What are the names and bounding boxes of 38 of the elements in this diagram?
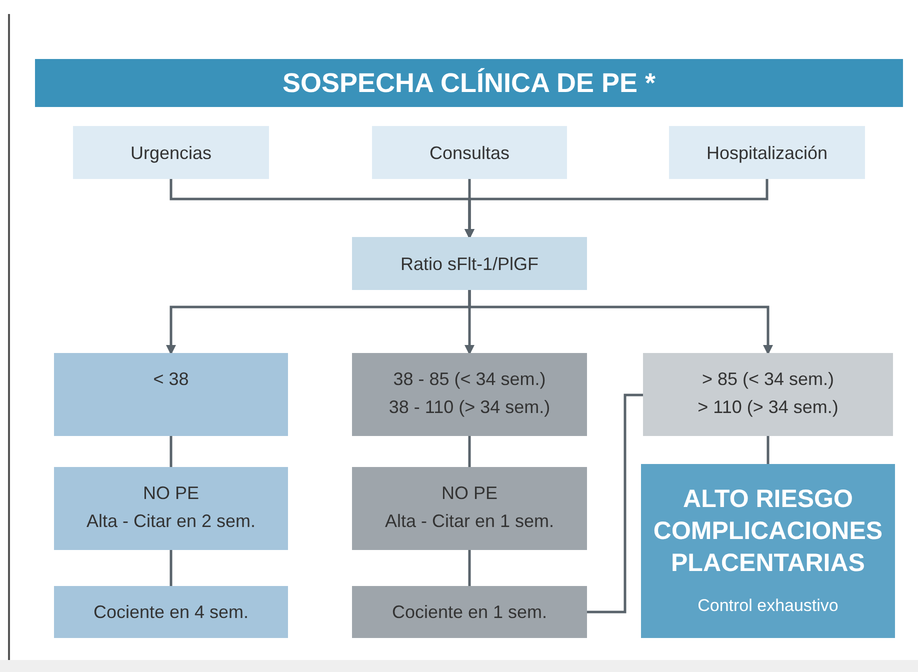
box-text: 38 - 110 (> 34 sem.) — [388, 396, 550, 419]
process-box — [372, 126, 567, 179]
connector-line — [766, 436, 770, 464]
box-text: Urgencias — [130, 142, 212, 165]
box-text: Consultas — [429, 142, 510, 164]
process-box — [352, 237, 587, 290]
box-text: Ratio sFlt-1/PlGF — [400, 252, 539, 276]
box-text: NO PE — [142, 482, 199, 505]
box-text: > 110 (> 34 sem.) — [698, 396, 838, 419]
process-box — [54, 467, 288, 550]
box-text: < 38 — [153, 368, 189, 391]
connector-line — [170, 436, 172, 467]
box-text: Cociente en 1 sem. — [392, 601, 548, 624]
process-box — [643, 353, 893, 436]
box-heading: ALTO RIESGO COMPLICACIONES PLACENTARIAS — [652, 484, 884, 580]
process-box — [352, 586, 587, 638]
connector-line — [587, 394, 643, 614]
result-box — [641, 464, 895, 638]
box-text: > 85 (< 34 sem.) — [702, 368, 834, 391]
arrow — [464, 179, 768, 239]
box-text: NO PE — [441, 482, 498, 505]
box-text: Cociente en 4 sem. — [93, 601, 249, 624]
box-text: Control exhaustivo — [698, 595, 838, 618]
box-text: Hospitalización — [706, 142, 828, 165]
connector-line — [170, 550, 172, 586]
arrow — [468, 290, 773, 355]
box-text: Alta - Citar en 2 sem. — [86, 510, 256, 533]
process-box — [73, 126, 269, 179]
connector-line — [468, 436, 471, 467]
process-box — [54, 586, 288, 638]
process-box — [352, 353, 587, 436]
box-text: 38 - 85 (< 34 sem.) — [393, 368, 546, 391]
process-box — [669, 126, 865, 179]
connector-line — [468, 550, 471, 586]
process-box — [54, 353, 288, 436]
title-banner: SOSPECHA CLÍNICA DE PE * — [35, 59, 903, 107]
process-box — [352, 467, 587, 550]
box-text: Alta - Citar en 1 sem. — [384, 510, 554, 533]
